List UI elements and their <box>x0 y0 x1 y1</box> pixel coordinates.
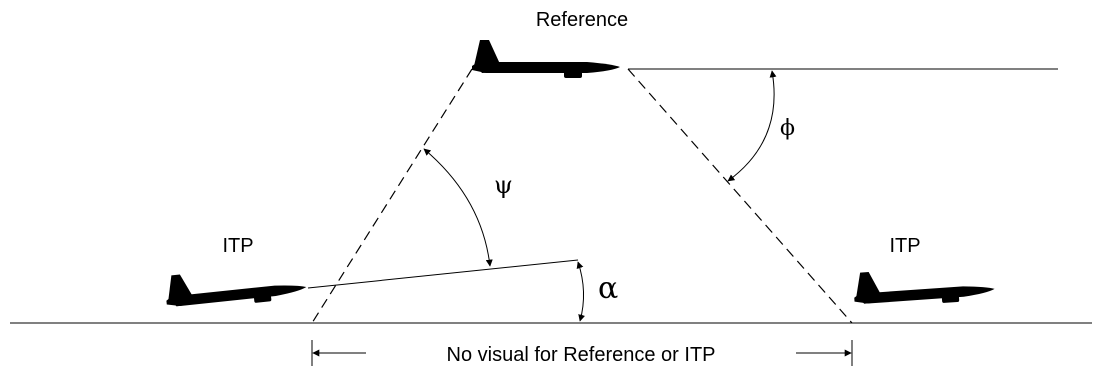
left-dashed-boundary <box>311 68 473 324</box>
alpha-label: α <box>598 271 618 306</box>
reference-aircraft-icon <box>472 40 620 78</box>
psi-angle-arc <box>423 148 493 267</box>
itp-right-label: ITP <box>889 235 920 257</box>
itp-right-aircraft-icon <box>852 263 996 310</box>
reference-label: Reference <box>536 9 628 31</box>
itp-left-label: ITP <box>222 235 253 257</box>
itp-left-aircraft-icon <box>163 261 308 313</box>
psi-label: ψ <box>494 171 513 199</box>
itp-flight-path-line <box>307 259 579 289</box>
no-visual-label: No visual for Reference or ITP <box>447 344 716 366</box>
alpha-angle-arc <box>576 261 586 322</box>
phi-angle-arc <box>727 70 777 182</box>
right-dashed-boundary <box>627 68 853 324</box>
phi-label: ϕ <box>780 116 795 141</box>
